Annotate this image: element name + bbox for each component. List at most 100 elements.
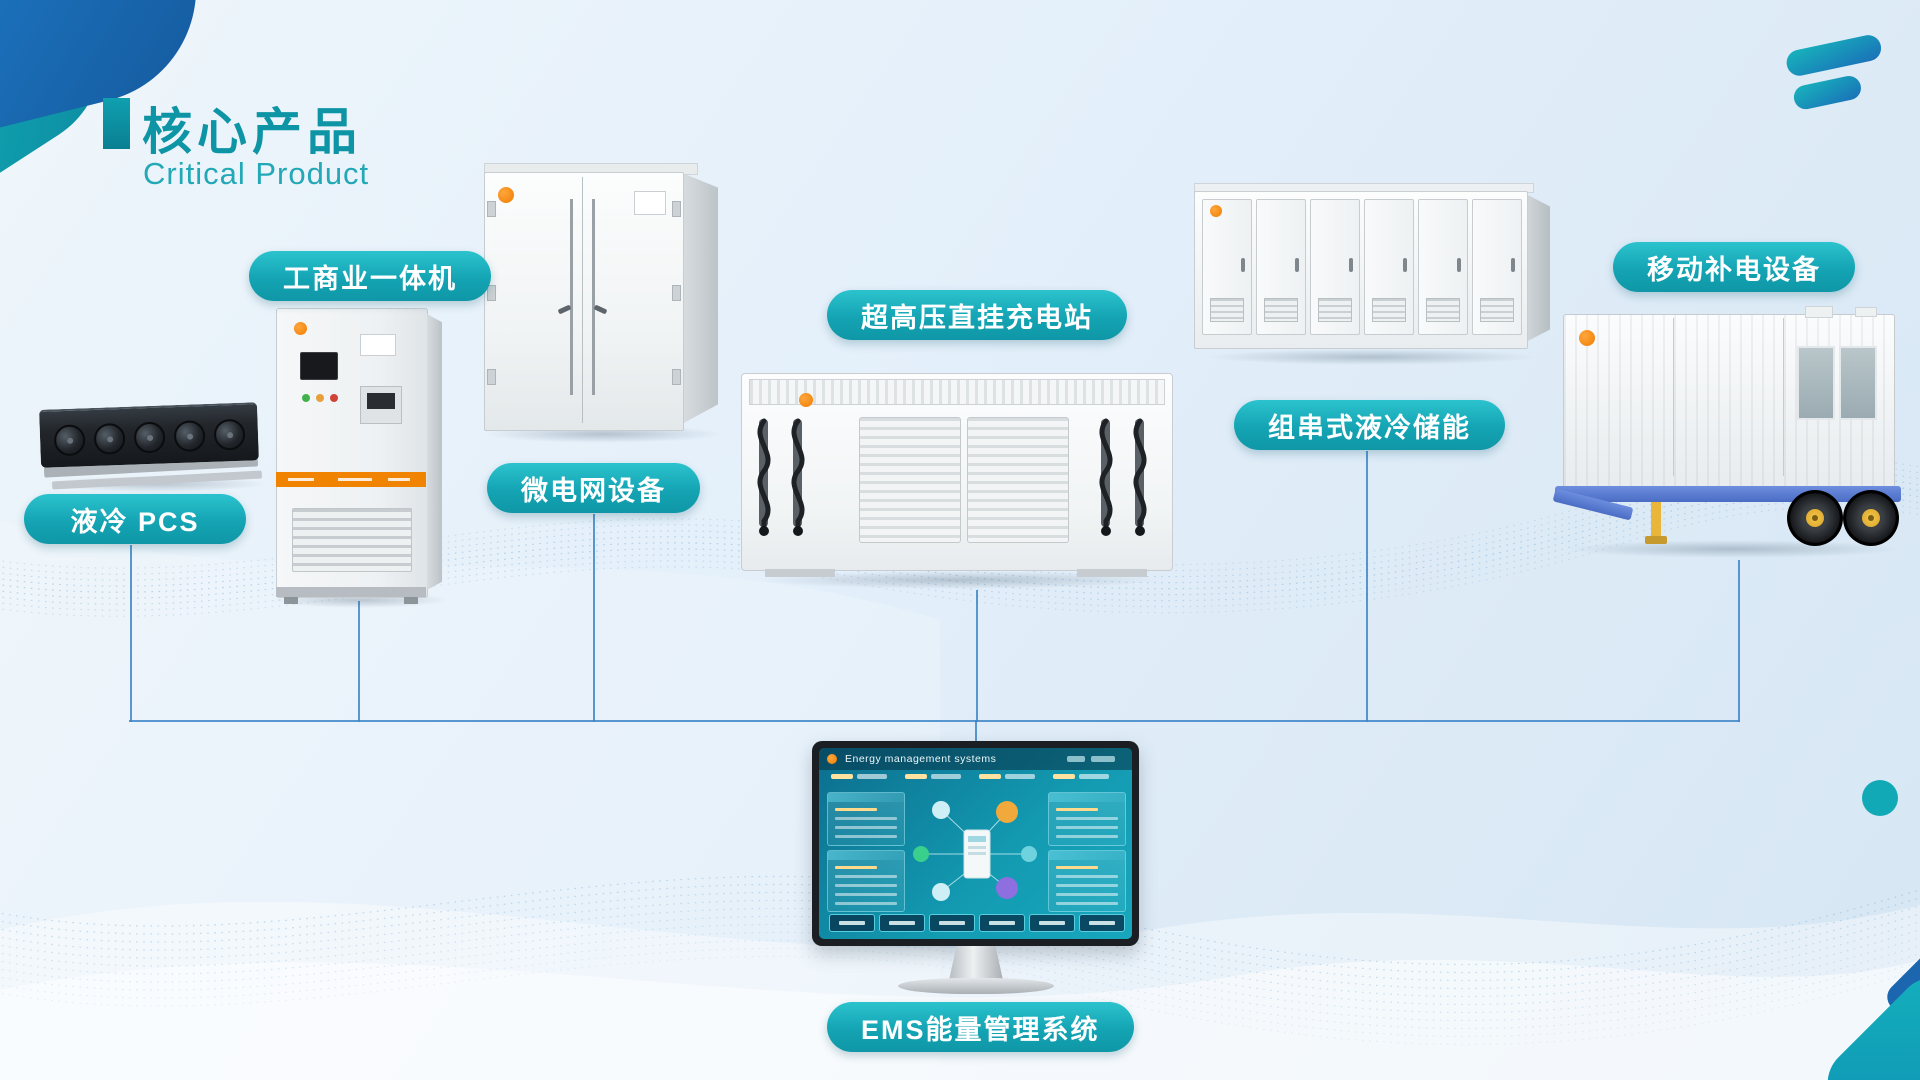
louver-door xyxy=(859,417,961,543)
product-all-in-one-cabinet xyxy=(270,300,450,608)
product-charging-station xyxy=(741,365,1178,593)
charging-cable xyxy=(1099,418,1113,536)
fan-icon xyxy=(173,420,206,453)
cabinet-side xyxy=(427,314,442,590)
door-lock-rod xyxy=(570,199,573,395)
roof-vent-band xyxy=(749,379,1165,405)
ems-logo-dot xyxy=(827,754,837,764)
cabinet-display xyxy=(300,352,338,380)
orange-brand-dot xyxy=(498,187,514,203)
cabinet-base xyxy=(276,587,426,597)
louver-door xyxy=(967,417,1069,543)
panel-seam xyxy=(1673,318,1674,476)
ems-header-bar: Energy management systems xyxy=(819,748,1132,770)
door-seam xyxy=(582,177,583,423)
container-doors xyxy=(484,172,684,431)
product-mobile-trailer xyxy=(1552,306,1917,568)
ems-screen-button xyxy=(829,914,875,932)
landing-gear-foot xyxy=(1645,536,1667,544)
brand-logo xyxy=(1786,35,1882,110)
door-hinge xyxy=(672,201,681,217)
station-skid xyxy=(1077,569,1147,577)
ems-panel xyxy=(827,850,905,912)
pcs-chassis xyxy=(39,402,259,468)
cabinet-orange-band xyxy=(276,472,426,487)
product-label-pcs: 液冷 PCS xyxy=(24,494,246,544)
door-hinge xyxy=(672,369,681,385)
product-string-storage xyxy=(1194,181,1550,373)
station-skid xyxy=(765,569,835,577)
ems-screen-button xyxy=(1079,914,1125,932)
orange-brand-dot xyxy=(294,322,307,335)
connector-line xyxy=(593,514,595,722)
connector-bus-line xyxy=(129,720,1740,722)
fan-icon xyxy=(93,422,126,455)
storage-door xyxy=(1256,199,1306,335)
door-lock-rod xyxy=(592,199,595,395)
fan-icon xyxy=(53,424,86,457)
equipment-opening xyxy=(1839,346,1877,420)
monitor-stand-neck xyxy=(949,946,1003,980)
ems-panel xyxy=(827,792,905,846)
storage-door xyxy=(1364,199,1414,335)
equipment-opening xyxy=(1797,346,1835,420)
charging-cable xyxy=(757,418,771,536)
storage-door xyxy=(1310,199,1360,335)
product-label-microgrid: 微电网设备 xyxy=(487,463,700,513)
page-subtitle: Critical Product xyxy=(143,156,370,191)
ems-panel xyxy=(1048,792,1126,846)
ems-screen-button xyxy=(1029,914,1075,932)
connector-line xyxy=(975,720,977,744)
product-label-charging-station: 超高压直挂充电站 xyxy=(827,290,1127,340)
container-label-sticker xyxy=(634,191,666,215)
orange-brand-dot xyxy=(1210,205,1222,217)
title-accent-bar xyxy=(103,98,130,149)
storage-door xyxy=(1418,199,1468,335)
trailer-wheel xyxy=(1843,490,1899,546)
product-liquid-cooled-pcs xyxy=(34,398,269,498)
ems-monitor: Energy management systems xyxy=(812,741,1139,998)
connector-line xyxy=(1738,560,1740,722)
ems-title: Energy management systems xyxy=(845,753,997,765)
cabinet-foot xyxy=(404,597,418,604)
door-hinge xyxy=(487,201,496,217)
door-hinge xyxy=(672,285,681,301)
monitor-stand-base xyxy=(898,978,1054,994)
product-label-string-storage: 组串式液冷储能 xyxy=(1234,400,1505,450)
ems-screen-button xyxy=(979,914,1025,932)
ems-screen-button xyxy=(879,914,925,932)
indicator-light xyxy=(316,394,324,402)
storage-door xyxy=(1472,199,1522,335)
ems-flow-diagram xyxy=(913,801,1037,901)
connector-line xyxy=(1366,451,1368,722)
indicator-light xyxy=(302,394,310,402)
connector-line xyxy=(976,590,978,722)
storage-door xyxy=(1202,199,1252,335)
product-microgrid-container xyxy=(484,157,731,447)
ems-panel xyxy=(1048,850,1126,912)
door-hinge xyxy=(487,285,496,301)
roof-vent xyxy=(1855,307,1877,317)
cabinet-foot xyxy=(284,597,298,604)
orange-brand-dot xyxy=(1579,330,1595,346)
page-title: 核心产品 xyxy=(142,104,362,160)
product-label-ems: EMS能量管理系统 xyxy=(827,1002,1134,1052)
fan-icon xyxy=(213,418,246,451)
ems-screen-button xyxy=(929,914,975,932)
cabinet-label-sticker xyxy=(360,334,396,356)
container-side xyxy=(680,172,718,425)
indicator-light xyxy=(330,394,338,402)
fan-icon xyxy=(133,421,166,454)
landing-gear xyxy=(1651,502,1661,538)
monitor-screen: Energy management systems xyxy=(819,748,1132,939)
charging-cable xyxy=(791,418,805,536)
product-label-all-in-one: 工商业一体机 xyxy=(249,251,491,301)
product-label-mobile: 移动补电设备 xyxy=(1613,242,1855,292)
container-side xyxy=(1524,193,1550,343)
door-hinge xyxy=(487,369,496,385)
teal-dot-decoration xyxy=(1862,780,1898,816)
connector-line xyxy=(130,545,132,722)
roof-vent xyxy=(1805,306,1833,318)
